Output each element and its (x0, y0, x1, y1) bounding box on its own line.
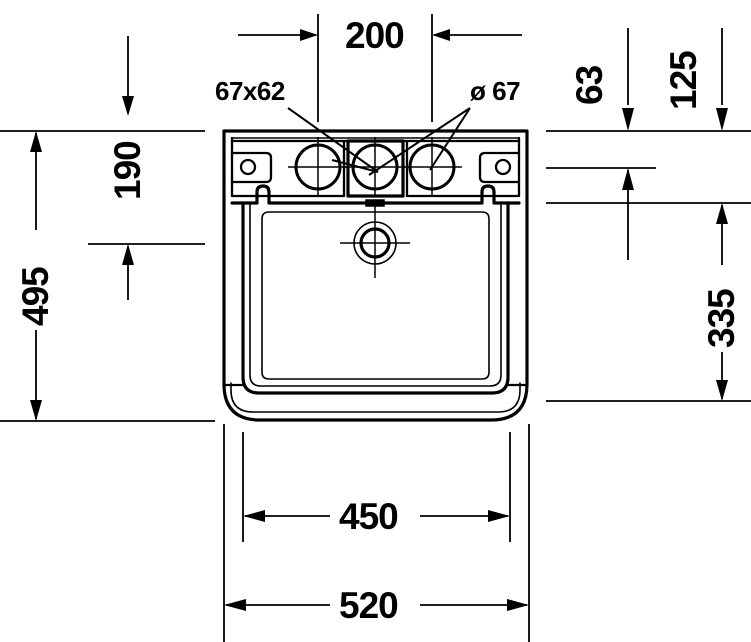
washbasin-body (222, 129, 529, 422)
bowl-inner-basin (261, 211, 490, 380)
dim-520-arrow-left (224, 599, 246, 611)
front-skirt-line-1 (230, 382, 521, 413)
dim-450-label: 450 (339, 496, 398, 537)
dim-63-arrow-bottom (622, 168, 634, 190)
left-mounting-bracket (230, 151, 273, 184)
dim-190-arrow-bottom (122, 244, 134, 265)
bowl-rim-inner-line (249, 204, 502, 387)
dimension-190: 190 (88, 36, 205, 300)
dimension-520: 520 (223, 424, 530, 642)
bowl-outer-rim (241, 201, 510, 395)
dim-335-arrow-bottom (716, 380, 728, 401)
dim-450-arrow-left (243, 510, 265, 522)
dim-63-arrow-top (622, 108, 634, 131)
note-leader-lines (287, 107, 471, 176)
drain-group (340, 204, 410, 278)
tap-holes-group (288, 137, 462, 197)
dim-495-arrow-top (30, 131, 42, 152)
dim-335-arrow-top (716, 203, 728, 224)
dim-125-arrow-top (716, 108, 728, 131)
center-tap-hole-recess (346, 139, 405, 198)
leader-round-hole-left (368, 107, 471, 176)
dimension-450: 450 (242, 432, 511, 542)
note-square-hole-label: 67x62 (215, 76, 285, 106)
dim-495-label: 495 (15, 267, 56, 326)
dim-200-arrow-left (300, 29, 318, 41)
leader-square-hole (287, 107, 379, 173)
dim-125-label: 125 (663, 51, 704, 110)
overflow-slot (365, 199, 385, 207)
dim-63-label: 63 (569, 65, 610, 105)
dimension-125: 125 (546, 28, 751, 204)
dimension-200: 200 (238, 14, 522, 122)
dim-495-arrow-bottom (30, 400, 42, 421)
dim-190-arrow-top (122, 96, 134, 116)
leader-square-hole-branch (331, 159, 379, 173)
dimension-335: 335 (546, 203, 751, 402)
dim-335-label: 335 (701, 289, 742, 348)
leader-round-hole-right (429, 107, 471, 171)
dim-520-label: 520 (339, 585, 398, 626)
dimension-63: 63 (546, 28, 751, 260)
dim-190-label: 190 (107, 141, 148, 200)
dimension-495: 495 (0, 130, 215, 422)
dim-200-label: 200 (345, 15, 404, 56)
dim-450-arrow-right (488, 510, 510, 522)
left-bracket-bolt-hole (239, 158, 257, 176)
dim-200-arrow-right (432, 29, 450, 41)
note-round-hole-label: ø 67 (470, 76, 520, 106)
right-bracket-bolt-hole (494, 158, 512, 176)
dim-520-arrow-right (507, 599, 529, 611)
right-mounting-bracket (478, 151, 521, 184)
basin-outer-outline (222, 129, 529, 422)
